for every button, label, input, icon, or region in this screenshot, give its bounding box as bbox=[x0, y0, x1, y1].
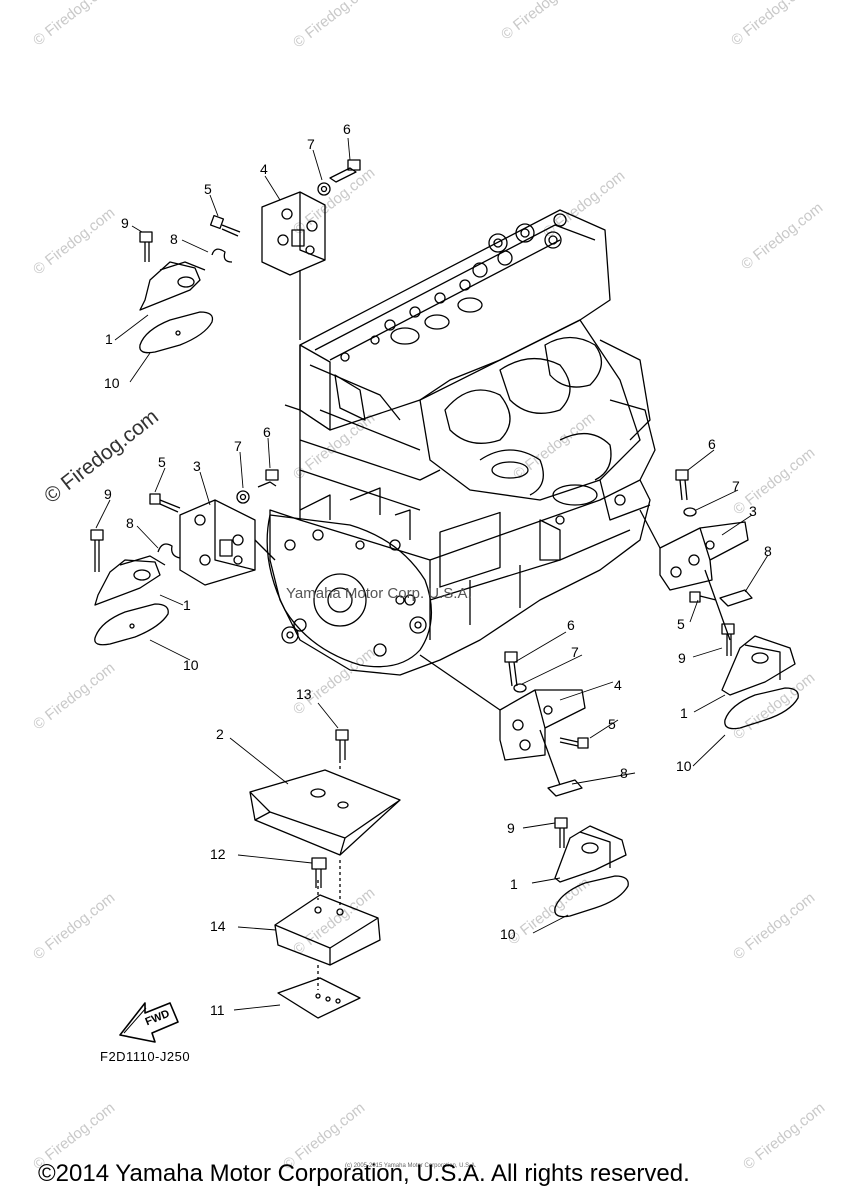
callout-10: 10 bbox=[104, 375, 120, 391]
callout-9: 9 bbox=[507, 820, 515, 836]
callout-10: 10 bbox=[676, 758, 692, 774]
callout-9: 9 bbox=[104, 486, 112, 502]
callout-1: 1 bbox=[183, 597, 191, 613]
callout-6: 6 bbox=[567, 617, 575, 633]
callout-7: 7 bbox=[571, 644, 579, 660]
callout-9: 9 bbox=[678, 650, 686, 666]
callout-8: 8 bbox=[764, 543, 772, 559]
callout-13: 13 bbox=[296, 686, 312, 702]
callout-7: 7 bbox=[732, 478, 740, 494]
callout-4: 4 bbox=[260, 161, 268, 177]
mount-group-right-lower bbox=[419, 651, 629, 918]
callout-5: 5 bbox=[608, 716, 616, 732]
callout-9: 9 bbox=[121, 215, 129, 231]
mount-group-upper-left bbox=[139, 159, 361, 354]
mount-group-right-upper bbox=[639, 469, 799, 730]
callout-11: 11 bbox=[210, 1002, 225, 1018]
callout-8: 8 bbox=[170, 231, 178, 247]
callout-3: 3 bbox=[193, 458, 201, 474]
callout-6: 6 bbox=[708, 436, 716, 452]
callout-5: 5 bbox=[204, 181, 212, 197]
fwd-arrow-icon bbox=[119, 1002, 179, 1043]
callout-1: 1 bbox=[105, 331, 113, 347]
copyright-footer: ©2014 Yamaha Motor Corporation, U.S.A. A… bbox=[38, 1160, 690, 1187]
callout-6: 6 bbox=[263, 424, 271, 440]
mount-group-bottom-center bbox=[249, 729, 401, 1019]
callout-1: 1 bbox=[680, 705, 688, 721]
callout-7: 7 bbox=[307, 136, 315, 152]
callout-1: 1 bbox=[510, 876, 518, 892]
callout-2: 2 bbox=[216, 726, 224, 742]
callout-6: 6 bbox=[343, 121, 351, 137]
engine-block bbox=[266, 209, 656, 676]
callout-8: 8 bbox=[126, 515, 134, 531]
callout-8: 8 bbox=[620, 765, 628, 781]
callout-14: 14 bbox=[210, 918, 226, 934]
embedded-mark: Yamaha Motor Corp. U.S.A. bbox=[286, 585, 472, 602]
callout-7: 7 bbox=[234, 438, 242, 454]
callout-10: 10 bbox=[500, 926, 516, 942]
callout-5: 5 bbox=[677, 616, 685, 632]
mount-group-middle-left bbox=[90, 469, 279, 646]
callout-10: 10 bbox=[183, 657, 199, 673]
callout-5: 5 bbox=[158, 454, 166, 470]
callout-4: 4 bbox=[614, 677, 622, 693]
tiny-copyright: (c) 2005-2015 Yamaha Motor Corporation, … bbox=[345, 1163, 477, 1169]
callout-12: 12 bbox=[210, 846, 226, 862]
callout-3: 3 bbox=[749, 503, 757, 519]
part-code: F2D1110-J250 bbox=[100, 1049, 191, 1064]
